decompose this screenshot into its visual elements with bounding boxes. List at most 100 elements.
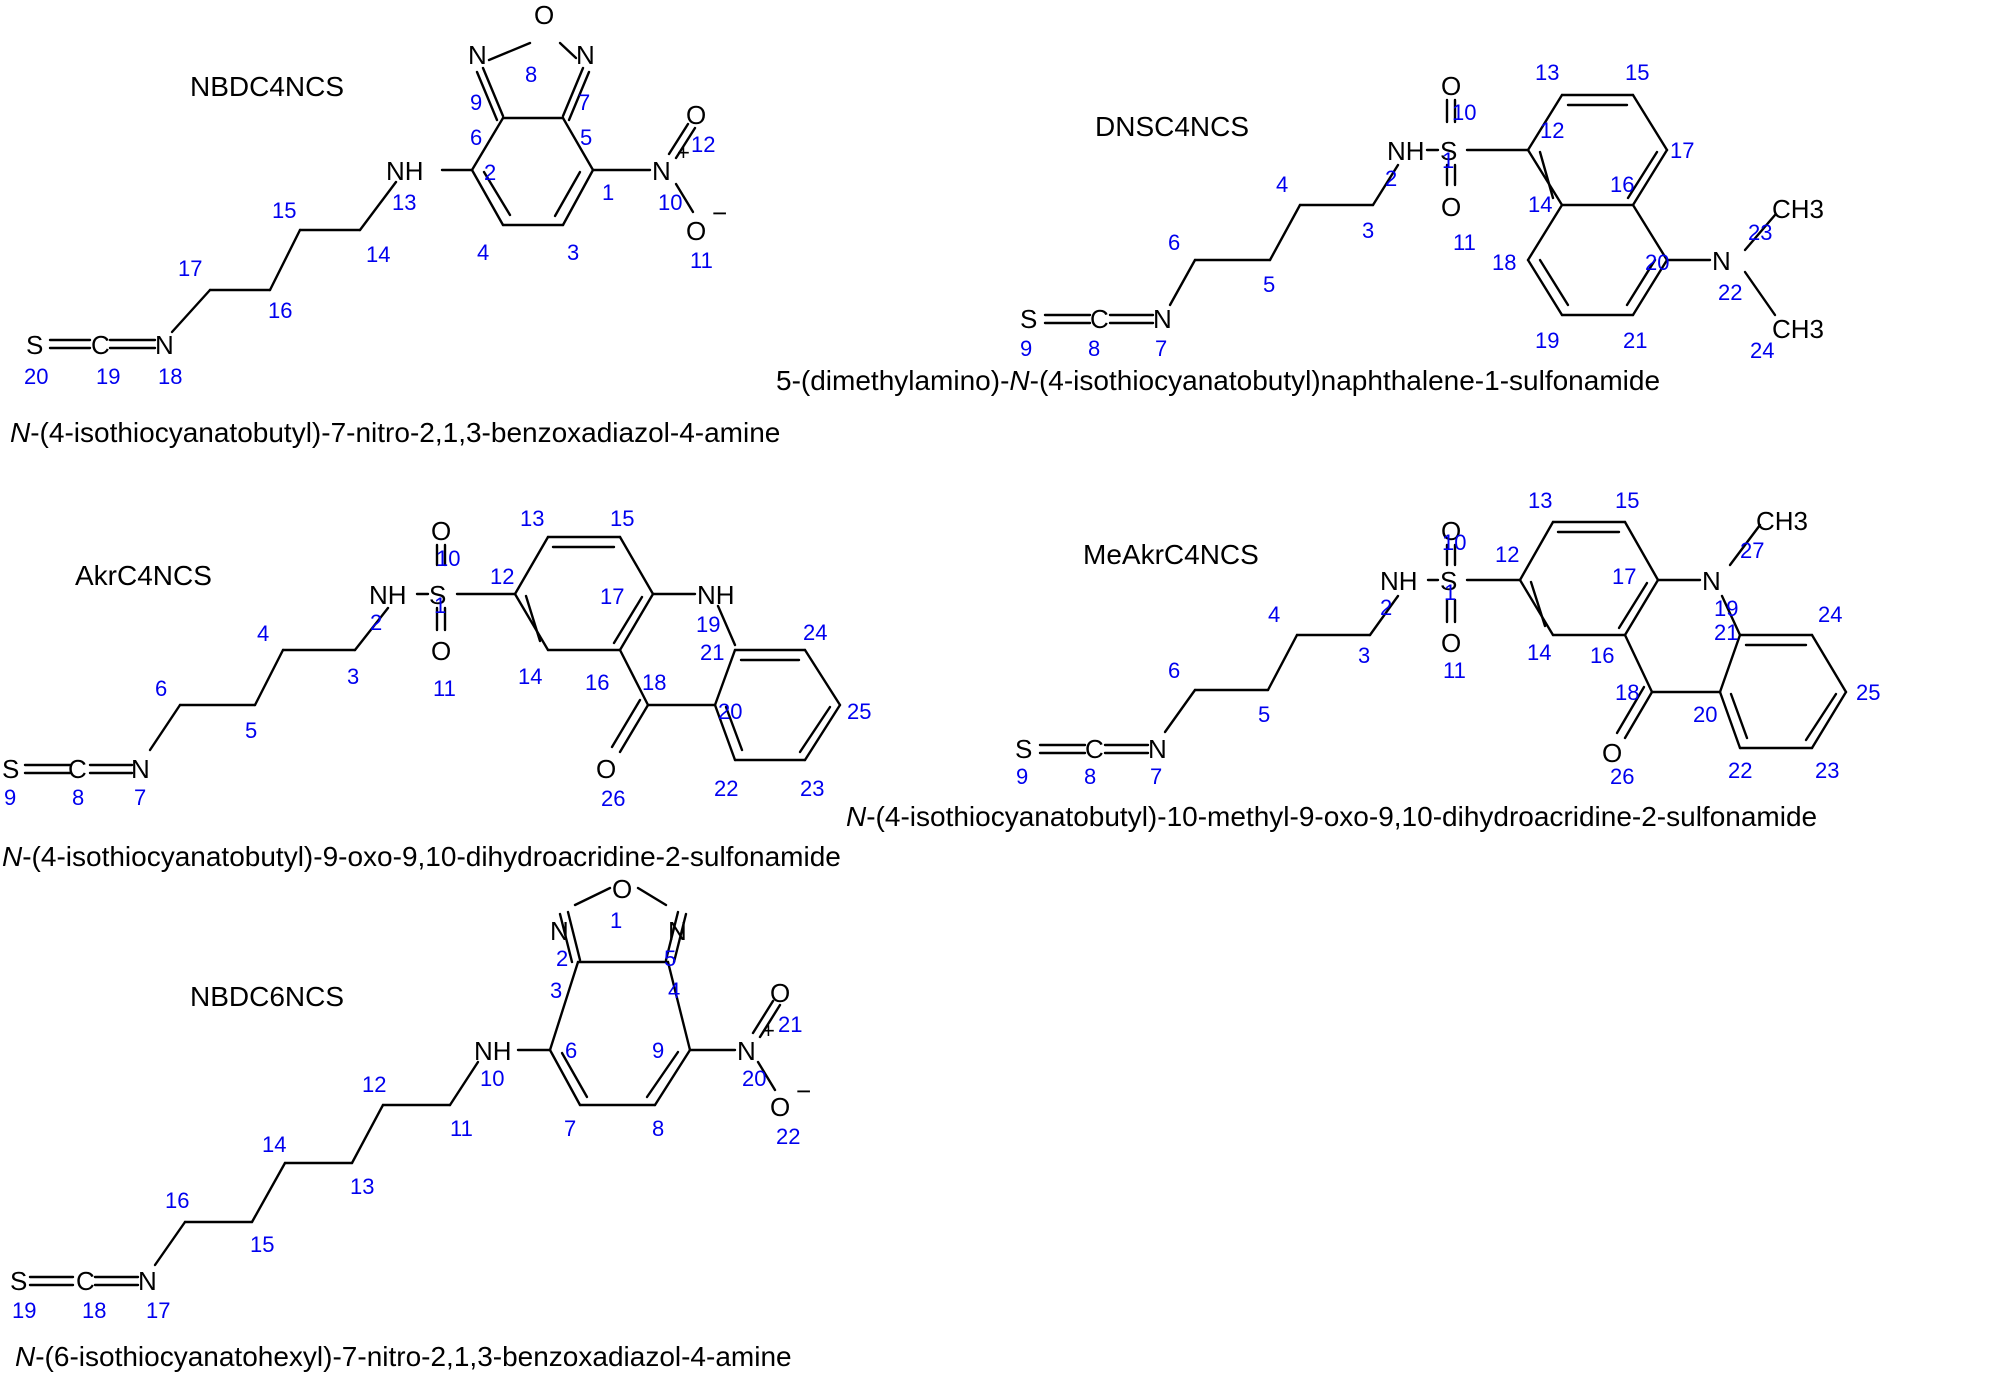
compound-title: MeAkrC4NCS (1083, 539, 1259, 570)
locant: 17 (1670, 138, 1694, 163)
bonds (28, 886, 782, 1287)
iupac-name: N-(6-isothiocyanatohexyl)-7-nitro-2,1,3-… (15, 1341, 792, 1372)
locant: 3 (1358, 643, 1370, 668)
locant: 6 (470, 125, 482, 150)
charge-label: + (677, 140, 690, 165)
locant: 8 (652, 1116, 664, 1141)
locant: 8 (525, 62, 537, 87)
locant: 6 (565, 1038, 577, 1063)
locant-labels: 13 15 10 12 1 27 17 2 19 24 21 4 3 11 14… (1016, 488, 1880, 789)
locant: 9 (1020, 336, 1032, 361)
locant: 4 (668, 978, 680, 1003)
locant: 18 (1615, 680, 1639, 705)
atom-label: N (1148, 734, 1167, 764)
locant: 18 (158, 364, 182, 389)
atom-label: N (668, 916, 687, 946)
atom-label: S (1440, 566, 1457, 596)
atom-label: NH (697, 580, 735, 610)
iupac-rest: -(4-isothiocyanatobutyl)-9-oxo-9,10-dihy… (22, 841, 841, 872)
locant: 1 (434, 593, 446, 618)
locant: 22 (1728, 758, 1752, 783)
locant: 4 (477, 240, 489, 265)
locant: 9 (470, 90, 482, 115)
atom-label: S (2, 754, 19, 784)
locant: 15 (1625, 60, 1649, 85)
locant: 2 (556, 946, 568, 971)
locant: 15 (250, 1232, 274, 1257)
locant: 26 (1610, 764, 1634, 789)
atom-label: NH (386, 156, 424, 186)
locant: 20 (24, 364, 48, 389)
atom-label: S (26, 330, 43, 360)
charge-label: − (712, 198, 727, 228)
atom-label: O (612, 874, 632, 904)
locant: 20 (1645, 250, 1669, 275)
locant: 13 (520, 506, 544, 531)
atom-label: O (534, 0, 554, 30)
locant: 15 (272, 198, 296, 223)
locant: 1 (1444, 580, 1456, 605)
atom-label: N (468, 40, 487, 70)
iupac-italic: N (846, 801, 867, 832)
locant: 16 (165, 1188, 189, 1213)
locant: 21 (700, 640, 724, 665)
locant: 17 (600, 584, 624, 609)
locant: 8 (72, 785, 84, 810)
atom-label: N (652, 156, 671, 186)
locant: 11 (450, 1116, 473, 1141)
atom-label: O (596, 754, 616, 784)
atom-label: C (76, 1266, 95, 1296)
atom-labels: O O NH S NH O N C S (2, 516, 735, 784)
iupac-rest: -(4-isothiocyanatobutyl)-10-methyl-9-oxo… (866, 801, 1817, 832)
locant: 21 (1623, 328, 1647, 353)
locant: 24 (803, 620, 827, 645)
atom-label: O (431, 516, 451, 546)
atom-label: S (1020, 304, 1037, 334)
atom-label: O (686, 216, 706, 246)
iupac-name: N-(4-isothiocyanatobutyl)-7-nitro-2,1,3-… (10, 417, 780, 448)
iupac-italic: N (1009, 365, 1030, 396)
locant: 18 (1492, 250, 1516, 275)
locant: 22 (1718, 280, 1742, 305)
locant: 22 (714, 776, 738, 801)
locant: 19 (12, 1298, 36, 1323)
atom-label: N (1153, 304, 1172, 334)
locant: 10 (658, 190, 682, 215)
locant: 11 (1443, 658, 1466, 683)
locant: 17 (178, 256, 202, 281)
locant: 1 (602, 180, 614, 205)
atom-label: O (770, 978, 790, 1008)
locant: 25 (1856, 680, 1880, 705)
locant: 22 (776, 1124, 800, 1149)
atom-label: S (1440, 136, 1457, 166)
atom-label: N (155, 330, 174, 360)
atom-label: N (576, 40, 595, 70)
atom-label: S (429, 580, 446, 610)
atom-label: N (131, 754, 150, 784)
atom-label: N (1702, 566, 1721, 596)
locant: 17 (1612, 564, 1636, 589)
atom-label: N (550, 916, 569, 946)
compound-nbdc6ncs: O N N O O NH N C S + − N 1 2 5 3 4 21 6 … (10, 874, 811, 1372)
locant: 1 (610, 908, 622, 933)
locant: 27 (1740, 538, 1764, 563)
locant: 11 (690, 248, 713, 273)
locant: 15 (610, 506, 634, 531)
locant: 15 (1615, 488, 1639, 513)
iupac-name: N-(4-isothiocyanatobutyl)-9-oxo-9,10-dih… (2, 841, 841, 872)
atom-label: S (10, 1266, 27, 1296)
atom-label: NH (474, 1036, 512, 1066)
atom-label: CH3 (1772, 194, 1824, 224)
locant: 21 (778, 1012, 802, 1037)
iupac-name: N-(4-isothiocyanatobutyl)-10-methyl-9-ox… (846, 801, 1817, 832)
locant: 2 (1380, 595, 1392, 620)
locant: 19 (696, 612, 720, 637)
atom-label: C (1090, 304, 1109, 334)
locant: 10 (480, 1066, 504, 1091)
compound-nbdc4ncs: O N N O O N NH N C S + − 8 9 7 6 5 12 2 … (10, 0, 780, 448)
locant: 19 (96, 364, 120, 389)
locant: 9 (1016, 764, 1028, 789)
iupac-italic: N (15, 1341, 36, 1372)
locant: 6 (1168, 230, 1180, 255)
locant: 14 (518, 664, 542, 689)
